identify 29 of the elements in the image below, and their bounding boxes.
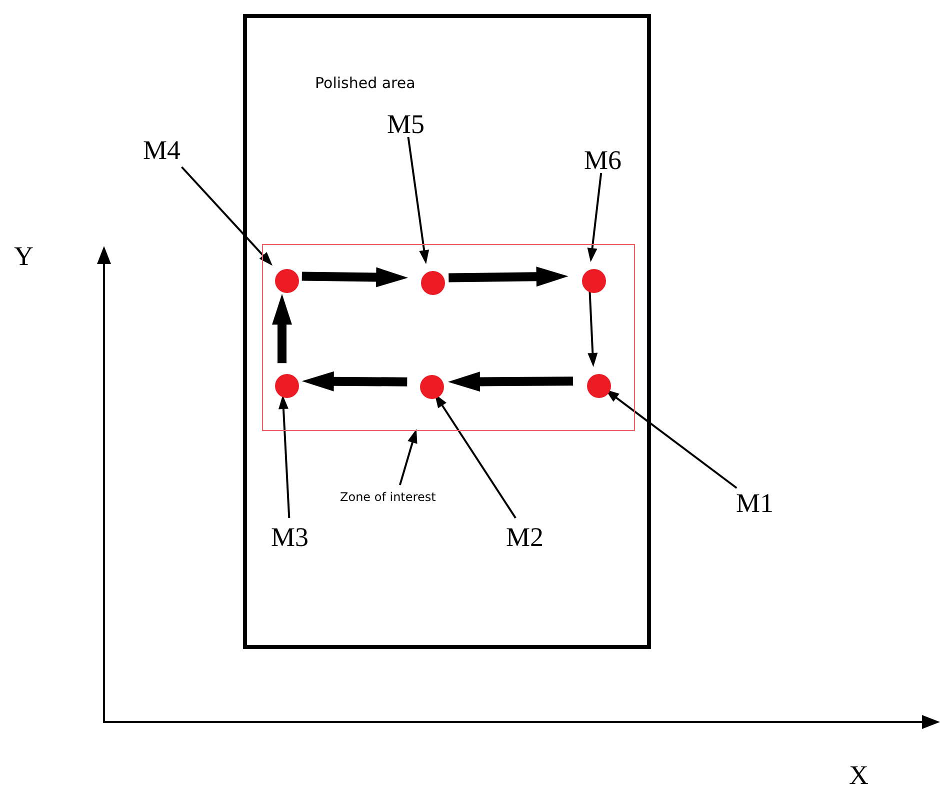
measurement-point [582,269,606,293]
measurement-point [275,374,299,398]
polished-area-frame [243,14,651,649]
measurement-point [275,269,299,293]
measurement-point [420,375,444,399]
path-arrow [302,267,408,288]
point-label: M5 [387,111,433,139]
leader-arrow [398,429,418,486]
axis-label: Y [14,243,34,270]
measurement-point [421,271,445,295]
point-label: M3 [271,524,317,552]
leader-arrow [588,290,598,368]
path-arrow [448,372,574,392]
area-title: Polished area [315,76,416,91]
leader-arrow [180,166,273,266]
axis-label: X [849,762,868,788]
point-label: M6 [584,147,630,175]
point-label: M2 [506,524,554,552]
path-arrow [272,294,292,364]
point-label: M4 [143,137,191,165]
zone-label: Zone of interest [340,491,462,507]
point-label: M1 [736,490,780,518]
measurement-point [587,374,611,398]
path-arrow [448,266,568,287]
zone-outline [262,244,635,431]
leader-arrow [407,136,430,264]
path-arrow [302,371,408,392]
leader-arrow [587,172,602,262]
leader-arrow [278,394,290,518]
